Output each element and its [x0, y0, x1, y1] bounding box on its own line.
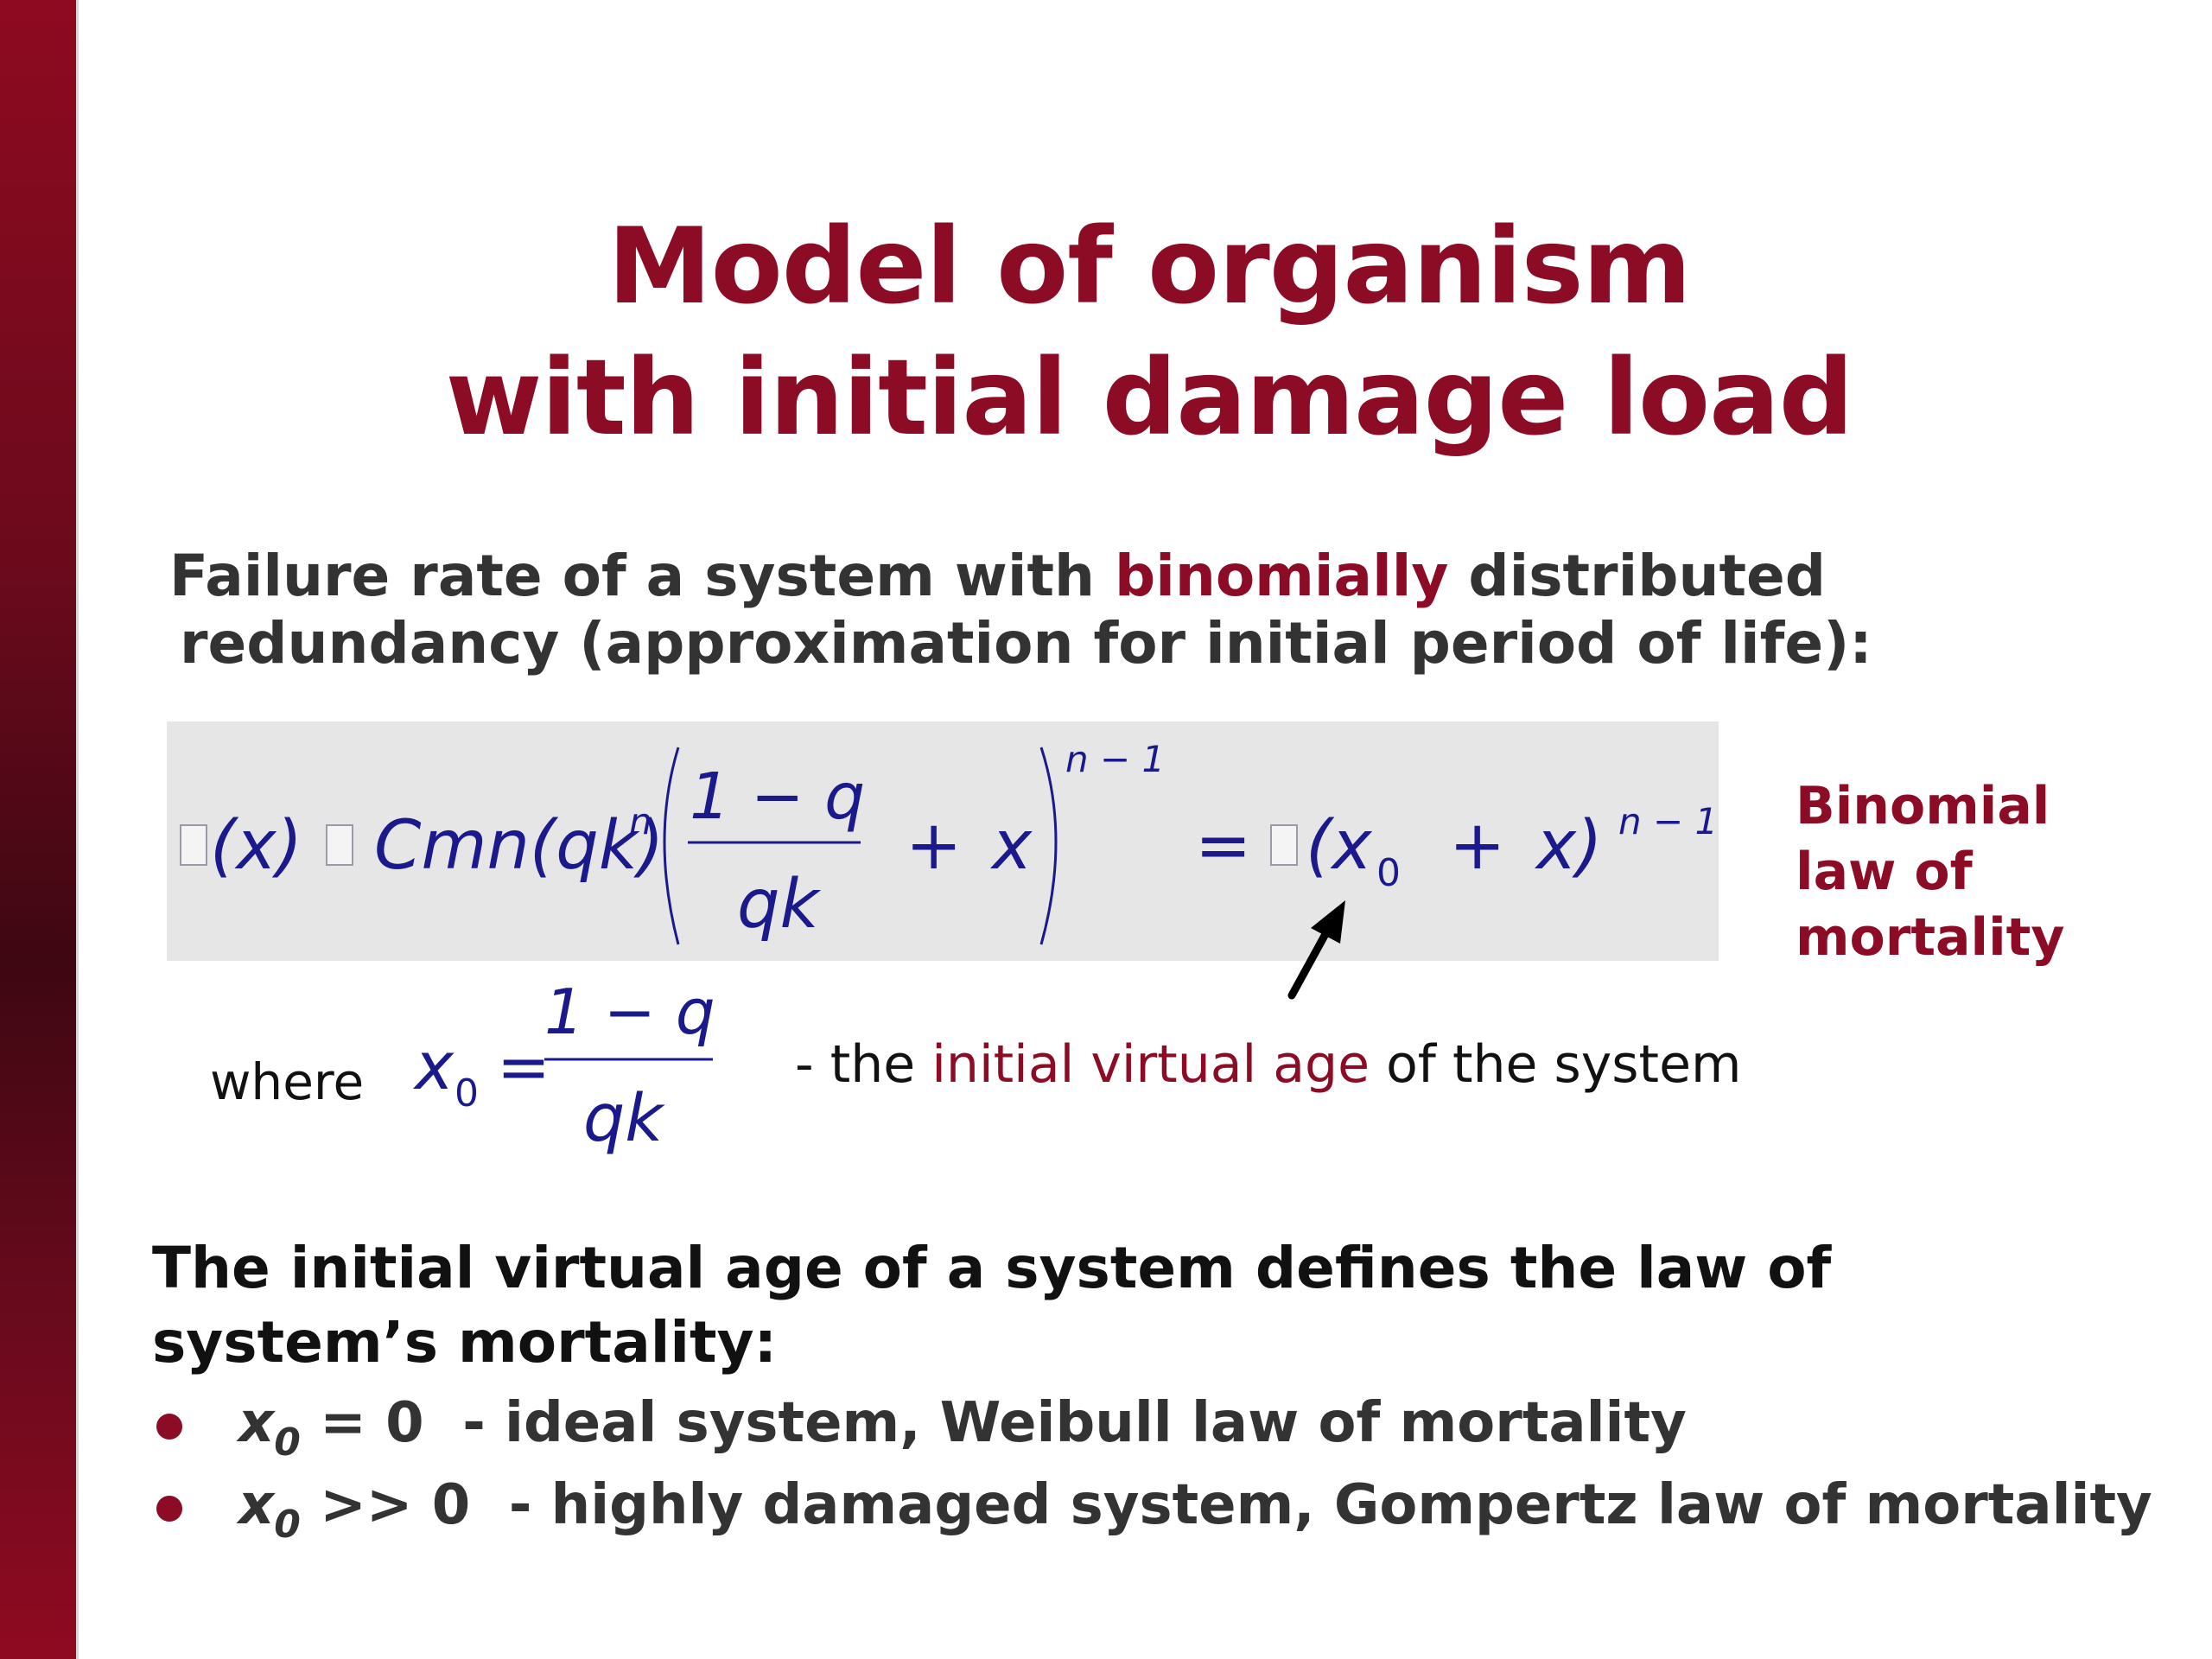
desc-start: - the — [795, 1034, 932, 1095]
x-term: x — [989, 807, 1033, 885]
bullet-text: - ideal system, Weibull law of mortality — [423, 1391, 1687, 1455]
bullet-dot-icon — [156, 1496, 182, 1522]
rhs-x: x) — [1534, 807, 1603, 885]
side-label-line2: law of — [1796, 842, 1973, 902]
cmn-term: Cmn(qk) — [374, 807, 664, 885]
bullet-text: - highly damaged system, Gompertz law of… — [470, 1473, 2152, 1537]
mu-symbol-box — [180, 824, 207, 866]
summary-line1: The initial virtual age of a system defi… — [152, 1235, 1832, 1301]
intro-text: Failure rate of a system with binomially… — [169, 543, 1872, 677]
bullet-sub: 0 — [274, 1421, 301, 1465]
bullet-var: x — [238, 1473, 275, 1537]
side-label-line1: Binomial — [1796, 776, 2050, 836]
intro-line1-end: distributed — [1448, 543, 1827, 609]
big-right-paren — [1039, 747, 1058, 945]
approx-symbol-box — [326, 824, 353, 866]
exp-n: n — [629, 800, 652, 842]
x0-description: - the initial virtual age of the system — [795, 1034, 1741, 1095]
x0-num: 1 − q — [544, 976, 715, 1048]
rhs-sub: 0 — [1376, 851, 1401, 895]
title-line-2: with initial damage load — [445, 337, 1854, 459]
rhs-exponent: n − 1 — [1618, 800, 1718, 842]
arrow-icon — [1287, 900, 1345, 1000]
formula-svg: (x) Cmn(qk) n 1 − q qk + x n − 1 = (x 0 … — [180, 738, 1718, 945]
summary-text: The initial virtual age of a system defi… — [152, 1231, 1831, 1380]
x0-var: x — [413, 1027, 454, 1104]
bullet-dot-icon — [156, 1414, 182, 1440]
bullet-relation: = 0 — [300, 1391, 424, 1455]
title-line-1: Model of organism — [607, 206, 1692, 327]
lhs-arg: (x) — [210, 807, 302, 885]
intro-line2: redundancy (approximation for initial pe… — [180, 610, 1872, 677]
rhs-open: (x — [1306, 807, 1372, 885]
desc-end: of the system — [1370, 1034, 1742, 1095]
where-label: where — [210, 1052, 365, 1111]
bullet-relation: >> 0 — [300, 1473, 471, 1537]
bullet-sub: 0 — [274, 1503, 301, 1547]
slide-title: Model of organism with initial damage lo… — [0, 201, 2212, 464]
x0-equals: = — [497, 1030, 550, 1104]
rhs-plus: + — [1449, 807, 1505, 885]
big-left-paren — [663, 747, 680, 945]
frac-num: 1 − q — [690, 760, 865, 834]
frac-den: qk — [737, 866, 822, 944]
summary-line2: system’s mortality: — [152, 1309, 777, 1376]
desc-accent: initial virtual age — [931, 1034, 1370, 1095]
side-label-line3: mortality — [1796, 907, 2065, 968]
intro-accent-word: binomially — [1114, 543, 1449, 609]
left-decorative-bar — [0, 0, 79, 1659]
x0-den: qk — [583, 1079, 665, 1156]
formula-box: (x) Cmn(qk) n 1 − q qk + x n − 1 = (x 0 … — [167, 721, 1719, 961]
binomial-law-label: Binomial law of mortality — [1796, 773, 2064, 970]
x0-definition: x 0 = 1 − q qk — [413, 976, 715, 1156]
intro-line1-start: Failure rate of a system with — [169, 543, 1115, 609]
equals-sign: = — [1195, 807, 1251, 885]
outer-exponent: n − 1 — [1065, 738, 1165, 780]
bullet-var: x — [238, 1391, 275, 1455]
plus-1: + — [906, 807, 962, 885]
mu-rhs-symbol-box — [1270, 824, 1298, 866]
x0-sub: 0 — [454, 1071, 479, 1116]
